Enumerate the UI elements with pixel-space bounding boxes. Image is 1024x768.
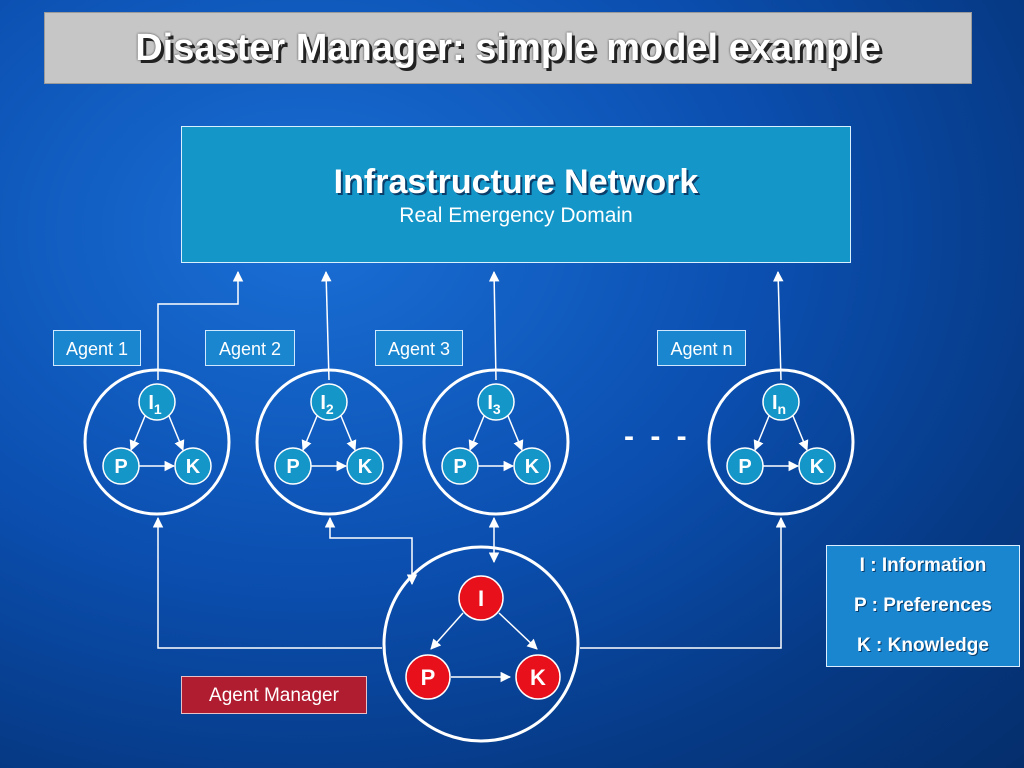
agent-3-preferences-node — [441, 447, 479, 485]
agent-2-i-to-p-arrow — [301, 415, 318, 451]
agent-3-i-to-p-arrow — [468, 415, 485, 451]
agent-n-i-to-k-arrow — [792, 415, 809, 451]
agent-3-k-text: K — [525, 456, 540, 478]
agent-n-knowledge-node — [798, 447, 836, 485]
agent-2-label: Agent 2 — [205, 330, 295, 366]
agent-n-group: InP K — [707, 368, 855, 516]
agent-3-circle — [422, 368, 570, 516]
infrastructure-network-box: Infrastructure Network Real Emergency Do… — [181, 126, 851, 263]
manager-knowledge-node — [515, 654, 561, 700]
agent-manager-circle — [382, 545, 580, 743]
agent-2-group: I2P K — [255, 368, 403, 516]
agent-1-i-subscript: 1 — [154, 401, 162, 417]
agent-1-i-text: I1 — [148, 392, 162, 417]
infrastructure-subtitle: Real Emergency Domain — [399, 204, 633, 227]
agent-1-k-text: K — [186, 456, 201, 478]
agent-1-knowledge-node — [174, 447, 212, 485]
agent-2-k-text: K — [358, 456, 373, 478]
agent-3-label: Agent 3 — [375, 330, 463, 366]
agent-1-group: I1P K — [83, 368, 231, 516]
agent-3-group: I3P K — [422, 368, 570, 516]
infrastructure-title: Infrastructure Network — [333, 163, 699, 201]
agent-n-i-to-p-arrow — [753, 415, 770, 451]
infrastructure-connectors — [157, 270, 784, 381]
agent-2-i-subscript: 2 — [326, 401, 334, 417]
legend-knowledge: K : Knowledge — [857, 635, 989, 656]
agent-3-i-subscript: 3 — [493, 401, 501, 417]
agent-n-k-text: K — [810, 456, 825, 478]
agent-1-i-to-k-arrow — [168, 415, 185, 451]
agent-1-information-node — [138, 383, 176, 421]
agent-n-i-text: In — [772, 392, 786, 417]
page-title: Disaster Manager: simple model example — [135, 26, 881, 69]
more-agents-ellipsis: - - - — [624, 420, 691, 453]
agent-1-p-text: P — [114, 456, 127, 478]
agent-1-preferences-node — [102, 447, 140, 485]
agent-2-information-node — [310, 383, 348, 421]
manager-preferences-node — [405, 654, 451, 700]
agent-3-knowledge-node — [513, 447, 551, 485]
agent-2-i-text: I2 — [320, 392, 334, 417]
agent-3-p-text: P — [453, 456, 466, 478]
manager-i-text: I — [478, 586, 484, 611]
agent-manager-group: I P K — [382, 545, 580, 743]
agent-n-circle — [707, 368, 855, 516]
agent-2-p-text: P — [286, 456, 299, 478]
agent-n-to-infra-arrow — [773, 270, 784, 381]
agent-3-i-text: I3 — [487, 392, 501, 417]
agent-2-preferences-node — [274, 447, 312, 485]
legend: I : Information P : Preferences K : Know… — [826, 545, 1020, 667]
manager-k-text: K — [530, 665, 546, 690]
manager-agent-2-arrow — [324, 516, 418, 586]
manager-to-agent-n-arrow — [580, 516, 787, 649]
agent-n-i-subscript: n — [778, 401, 787, 417]
agent-n-information-node — [762, 383, 800, 421]
manager-connectors — [152, 516, 787, 649]
agent-n-label: Agent n — [657, 330, 746, 366]
legend-preferences: P : Preferences — [853, 595, 992, 616]
agent-manager-label: Agent Manager — [181, 676, 367, 714]
agent-3-information-node — [477, 383, 515, 421]
legend-information: I : Information — [859, 555, 987, 576]
agent-n-p-text: P — [738, 456, 751, 478]
agent-1-circle — [83, 368, 231, 516]
agent-2-to-infra-arrow — [321, 270, 332, 381]
agent-2-circle — [255, 368, 403, 516]
manager-information-node — [458, 575, 504, 621]
title-bar: Disaster Manager: simple model example — [44, 12, 972, 84]
agent-n-preferences-node — [726, 447, 764, 485]
agent-2-i-to-k-arrow — [340, 415, 357, 451]
agent-1-i-to-p-arrow — [129, 415, 146, 451]
manager-to-agent-1-arrow — [152, 516, 382, 649]
agent-1-to-infra-arrow — [157, 270, 244, 380]
agent-3-to-infra-arrow — [488, 270, 500, 381]
agent-1-label: Agent 1 — [53, 330, 141, 366]
agent-2-knowledge-node — [346, 447, 384, 485]
agent-3-i-to-k-arrow — [507, 415, 524, 451]
manager-p-text: P — [421, 665, 436, 690]
